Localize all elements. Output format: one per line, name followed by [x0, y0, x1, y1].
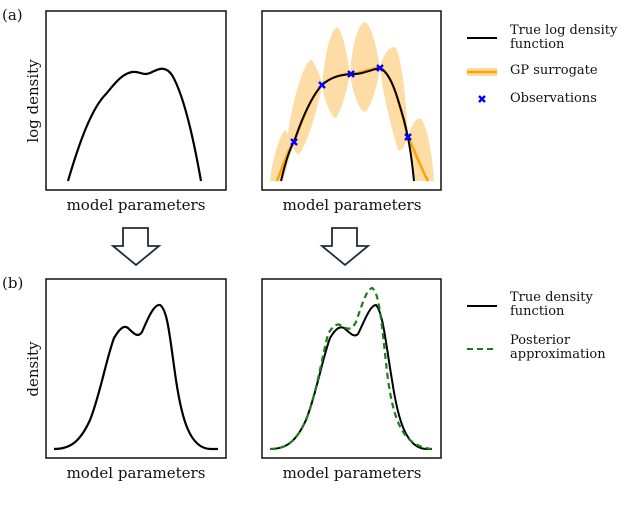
legend-label-line1: GP surrogate	[510, 63, 598, 78]
panel-top-left	[45, 10, 227, 191]
xlabel-bottom-right: model parameters	[282, 464, 422, 482]
true-log-density-curve	[66, 67, 203, 182]
legend-label-line1: True log density	[510, 23, 618, 38]
xlabel-bottom-left: model parameters	[66, 464, 206, 482]
legend-label-line1: True density	[510, 290, 593, 305]
legend-bottom-item-true-density: True density function	[510, 291, 593, 319]
true-density-curve	[53, 303, 218, 451]
panel-b-label: (b)	[2, 274, 24, 292]
gp-uncertainty-band	[270, 22, 434, 181]
legend-top-item-gp-surrogate: GP surrogate	[510, 64, 598, 78]
legend-label-line1: Observations	[510, 91, 597, 106]
panel-bottom-left	[45, 278, 227, 459]
xlabel-top-right: model parameters	[282, 196, 422, 214]
legend-bottom-symbols	[467, 305, 497, 350]
ylabel-bottom: density	[24, 341, 42, 397]
legend-top-item-true-log-density: True log density function	[510, 24, 617, 52]
ylabel-top: log density	[24, 59, 42, 143]
legend-label-line2: function	[510, 304, 565, 319]
legend-label-line2: function	[510, 37, 565, 52]
legend-top-item-observations: Observations	[510, 92, 597, 106]
panel-top-right	[261, 10, 442, 191]
panel-bottom-right	[261, 278, 442, 459]
panel-a-label: (a)	[2, 6, 23, 24]
arrow-down-right	[319, 227, 371, 267]
xlabel-top-left: model parameters	[66, 196, 206, 214]
true-density-curve-right	[269, 303, 432, 450]
legend-label-line2: approximation	[510, 347, 606, 362]
legend-bottom-item-posterior: Posterior approximation	[510, 334, 606, 362]
posterior-approximation-curve	[269, 286, 433, 451]
legend-top-symbols	[467, 37, 497, 103]
arrow-down-left	[110, 227, 162, 267]
observation-markers	[290, 64, 412, 146]
legend-label-line1: Posterior	[510, 333, 571, 348]
arrows	[110, 227, 371, 267]
